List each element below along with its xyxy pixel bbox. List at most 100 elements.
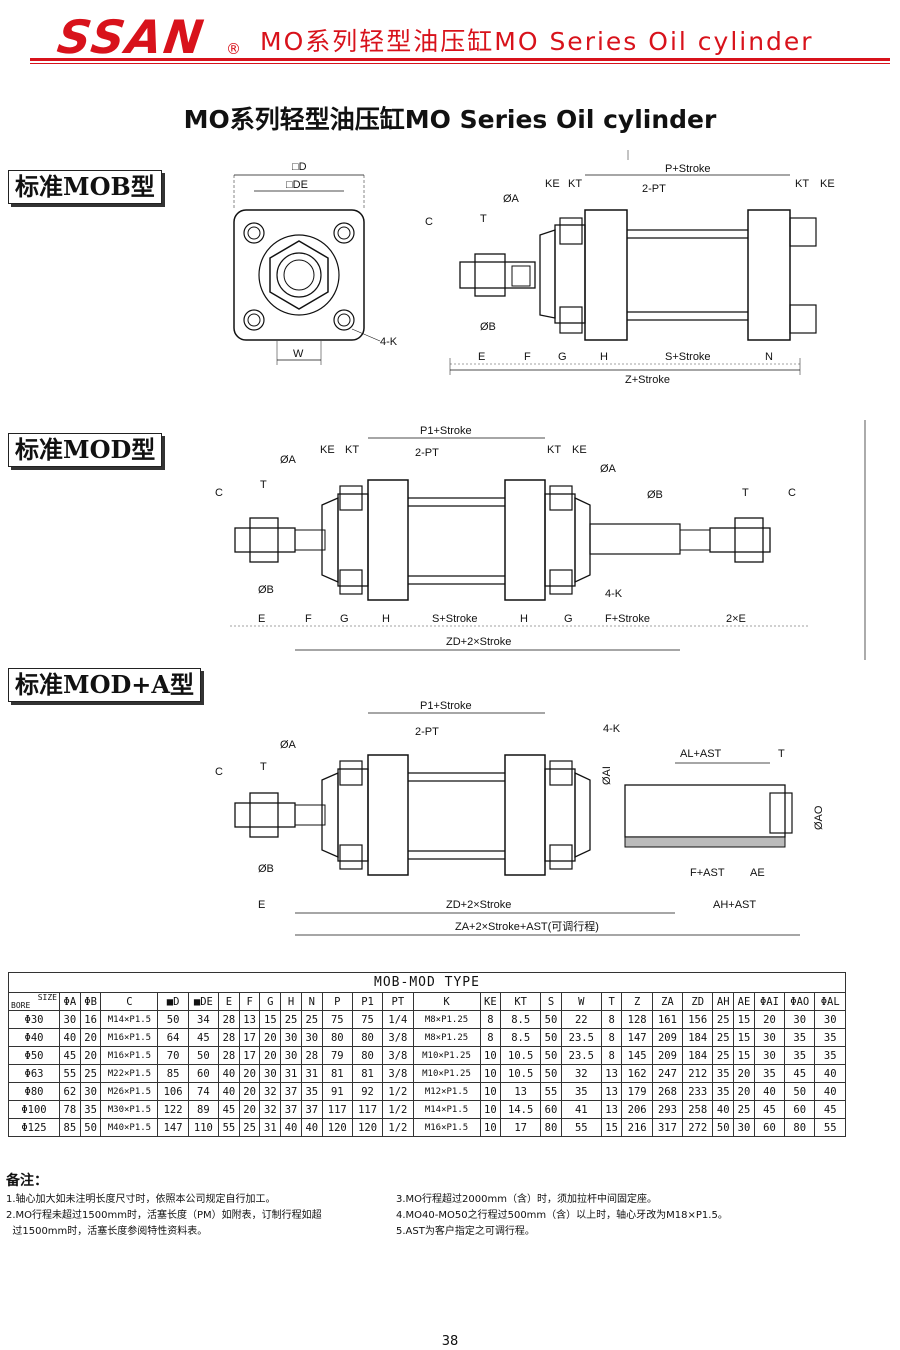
mod-dim-h-right: H	[520, 613, 528, 625]
dim-f: F	[524, 351, 531, 363]
column-header: F	[238, 992, 261, 1011]
table-cell: 28	[218, 1046, 240, 1065]
column-header: N	[300, 992, 323, 1011]
table-cell: 10	[479, 1046, 502, 1065]
column-header: G	[259, 992, 282, 1011]
column-header: W	[560, 992, 602, 1011]
column-header: H	[280, 992, 302, 1011]
table-cell: 92	[351, 1082, 384, 1101]
moda-dim-oao: ØAO	[813, 805, 825, 830]
dim-d: □D	[292, 161, 307, 173]
dim-g: G	[558, 351, 567, 363]
table-cell: 8.5	[500, 1010, 542, 1029]
table-cell: 31	[259, 1118, 282, 1137]
table-cell: 16	[79, 1010, 102, 1029]
table-cell: 13	[600, 1100, 623, 1119]
table-cell: 20	[733, 1064, 755, 1083]
table-cell: 50	[784, 1082, 816, 1101]
moda-dim-ae: AE	[750, 867, 765, 879]
dim-kt-right: KT	[795, 178, 809, 190]
dim-h: H	[600, 351, 608, 363]
table-cell: 80	[321, 1028, 353, 1047]
table-cell: 25	[712, 1010, 735, 1029]
table-cell: 30	[814, 1010, 846, 1029]
table-cell: 55	[814, 1118, 846, 1137]
table-cell: 74	[187, 1082, 220, 1101]
moda-dim-t-right: T	[778, 748, 785, 760]
moda-dim-p1: P1+Stroke	[420, 700, 472, 712]
section-label-mod: 标准MOD型	[8, 433, 163, 467]
table-cell: 179	[621, 1082, 653, 1101]
table-cell: 45	[814, 1100, 846, 1119]
mob-side-view: P+Stroke KE KT KT KE 2-PT ØA C T ØB E F …	[425, 150, 835, 386]
column-header: AH	[712, 992, 735, 1011]
column-header: S	[540, 992, 562, 1011]
table-cell: M10×P1.25	[412, 1046, 481, 1065]
table-cell: M8×P1.25	[412, 1010, 481, 1029]
table-cell: 40	[218, 1064, 240, 1083]
table-cell: 50	[540, 1046, 562, 1065]
table-cell: 10.5	[500, 1064, 542, 1083]
table-cell: 25	[300, 1010, 323, 1029]
table-cell: 184	[682, 1028, 714, 1047]
table-cell: 89	[187, 1100, 220, 1119]
mod-dim-c: C	[215, 487, 223, 499]
table-cell: 13	[600, 1064, 623, 1083]
table-cell: 20	[79, 1028, 102, 1047]
page-number: 38	[441, 1334, 459, 1349]
table-cell: 17	[238, 1028, 261, 1047]
dim-s-stroke: S+Stroke	[665, 351, 711, 363]
table-cell: 40	[280, 1118, 302, 1137]
table-cell: 20	[259, 1028, 282, 1047]
dim-ob: ØB	[480, 321, 496, 333]
table-cell: 13	[238, 1010, 261, 1029]
table-cell: 32	[259, 1082, 282, 1101]
moda-diagram: P1+Stroke 2-PT ØA 4-K AL+AST T ØAI ØAO C…	[215, 700, 825, 936]
table-cell: 293	[651, 1100, 684, 1119]
table-cell: 41	[560, 1100, 602, 1119]
table-cell: 3/8	[382, 1028, 414, 1047]
table-cell: 81	[321, 1064, 353, 1083]
table-cell: 40	[300, 1118, 323, 1137]
table-cell: 50	[540, 1028, 562, 1047]
mod-dim-t: T	[260, 479, 267, 491]
table-cell: 162	[621, 1064, 653, 1083]
mod-dim-g: G	[340, 613, 349, 625]
table-cell: 31	[280, 1064, 302, 1083]
table-cell: 209	[651, 1046, 684, 1065]
dim-de: □DE	[286, 179, 308, 191]
table-cell: 1/2	[382, 1118, 414, 1137]
mod-dim-f: F	[305, 613, 312, 625]
table-cell: 8	[600, 1028, 623, 1047]
table-cell: 10	[479, 1064, 502, 1083]
mod-dim-ob: ØB	[258, 584, 274, 596]
table-cell: 50	[79, 1118, 102, 1137]
mod-dim-kt: KT	[345, 444, 359, 456]
table-cell: 35	[784, 1028, 816, 1047]
table-cell: 184	[682, 1046, 714, 1065]
column-header: K	[412, 992, 481, 1011]
mod-dim-g-right: G	[564, 613, 573, 625]
dim-ke-right: KE	[820, 178, 835, 190]
table-cell: 40	[753, 1082, 786, 1101]
table-cell: M10×P1.25	[412, 1064, 481, 1083]
table-cell: 85	[59, 1118, 81, 1137]
moda-dim-e: E	[258, 899, 265, 911]
table-cell: 258	[682, 1100, 714, 1119]
table-cell: 35	[814, 1028, 846, 1047]
table-cell: 15	[733, 1046, 755, 1065]
table-cell: 23.5	[560, 1028, 602, 1047]
table-cell: 206	[621, 1100, 653, 1119]
moda-dim-c: C	[215, 766, 223, 778]
table-cell: 8	[479, 1028, 502, 1047]
dim-ke: KE	[545, 178, 560, 190]
spec-table: MOB-MOD TYPE SIZE BORE ΦA ΦB C ■D ■DE E …	[8, 972, 846, 1137]
table-cell: 55	[540, 1082, 562, 1101]
table-cell: 55	[59, 1064, 81, 1083]
header-rule	[30, 58, 890, 61]
table-cell: 15	[259, 1010, 282, 1029]
dim-z-stroke: Z+Stroke	[625, 374, 670, 386]
table-cell: 50	[187, 1046, 220, 1065]
